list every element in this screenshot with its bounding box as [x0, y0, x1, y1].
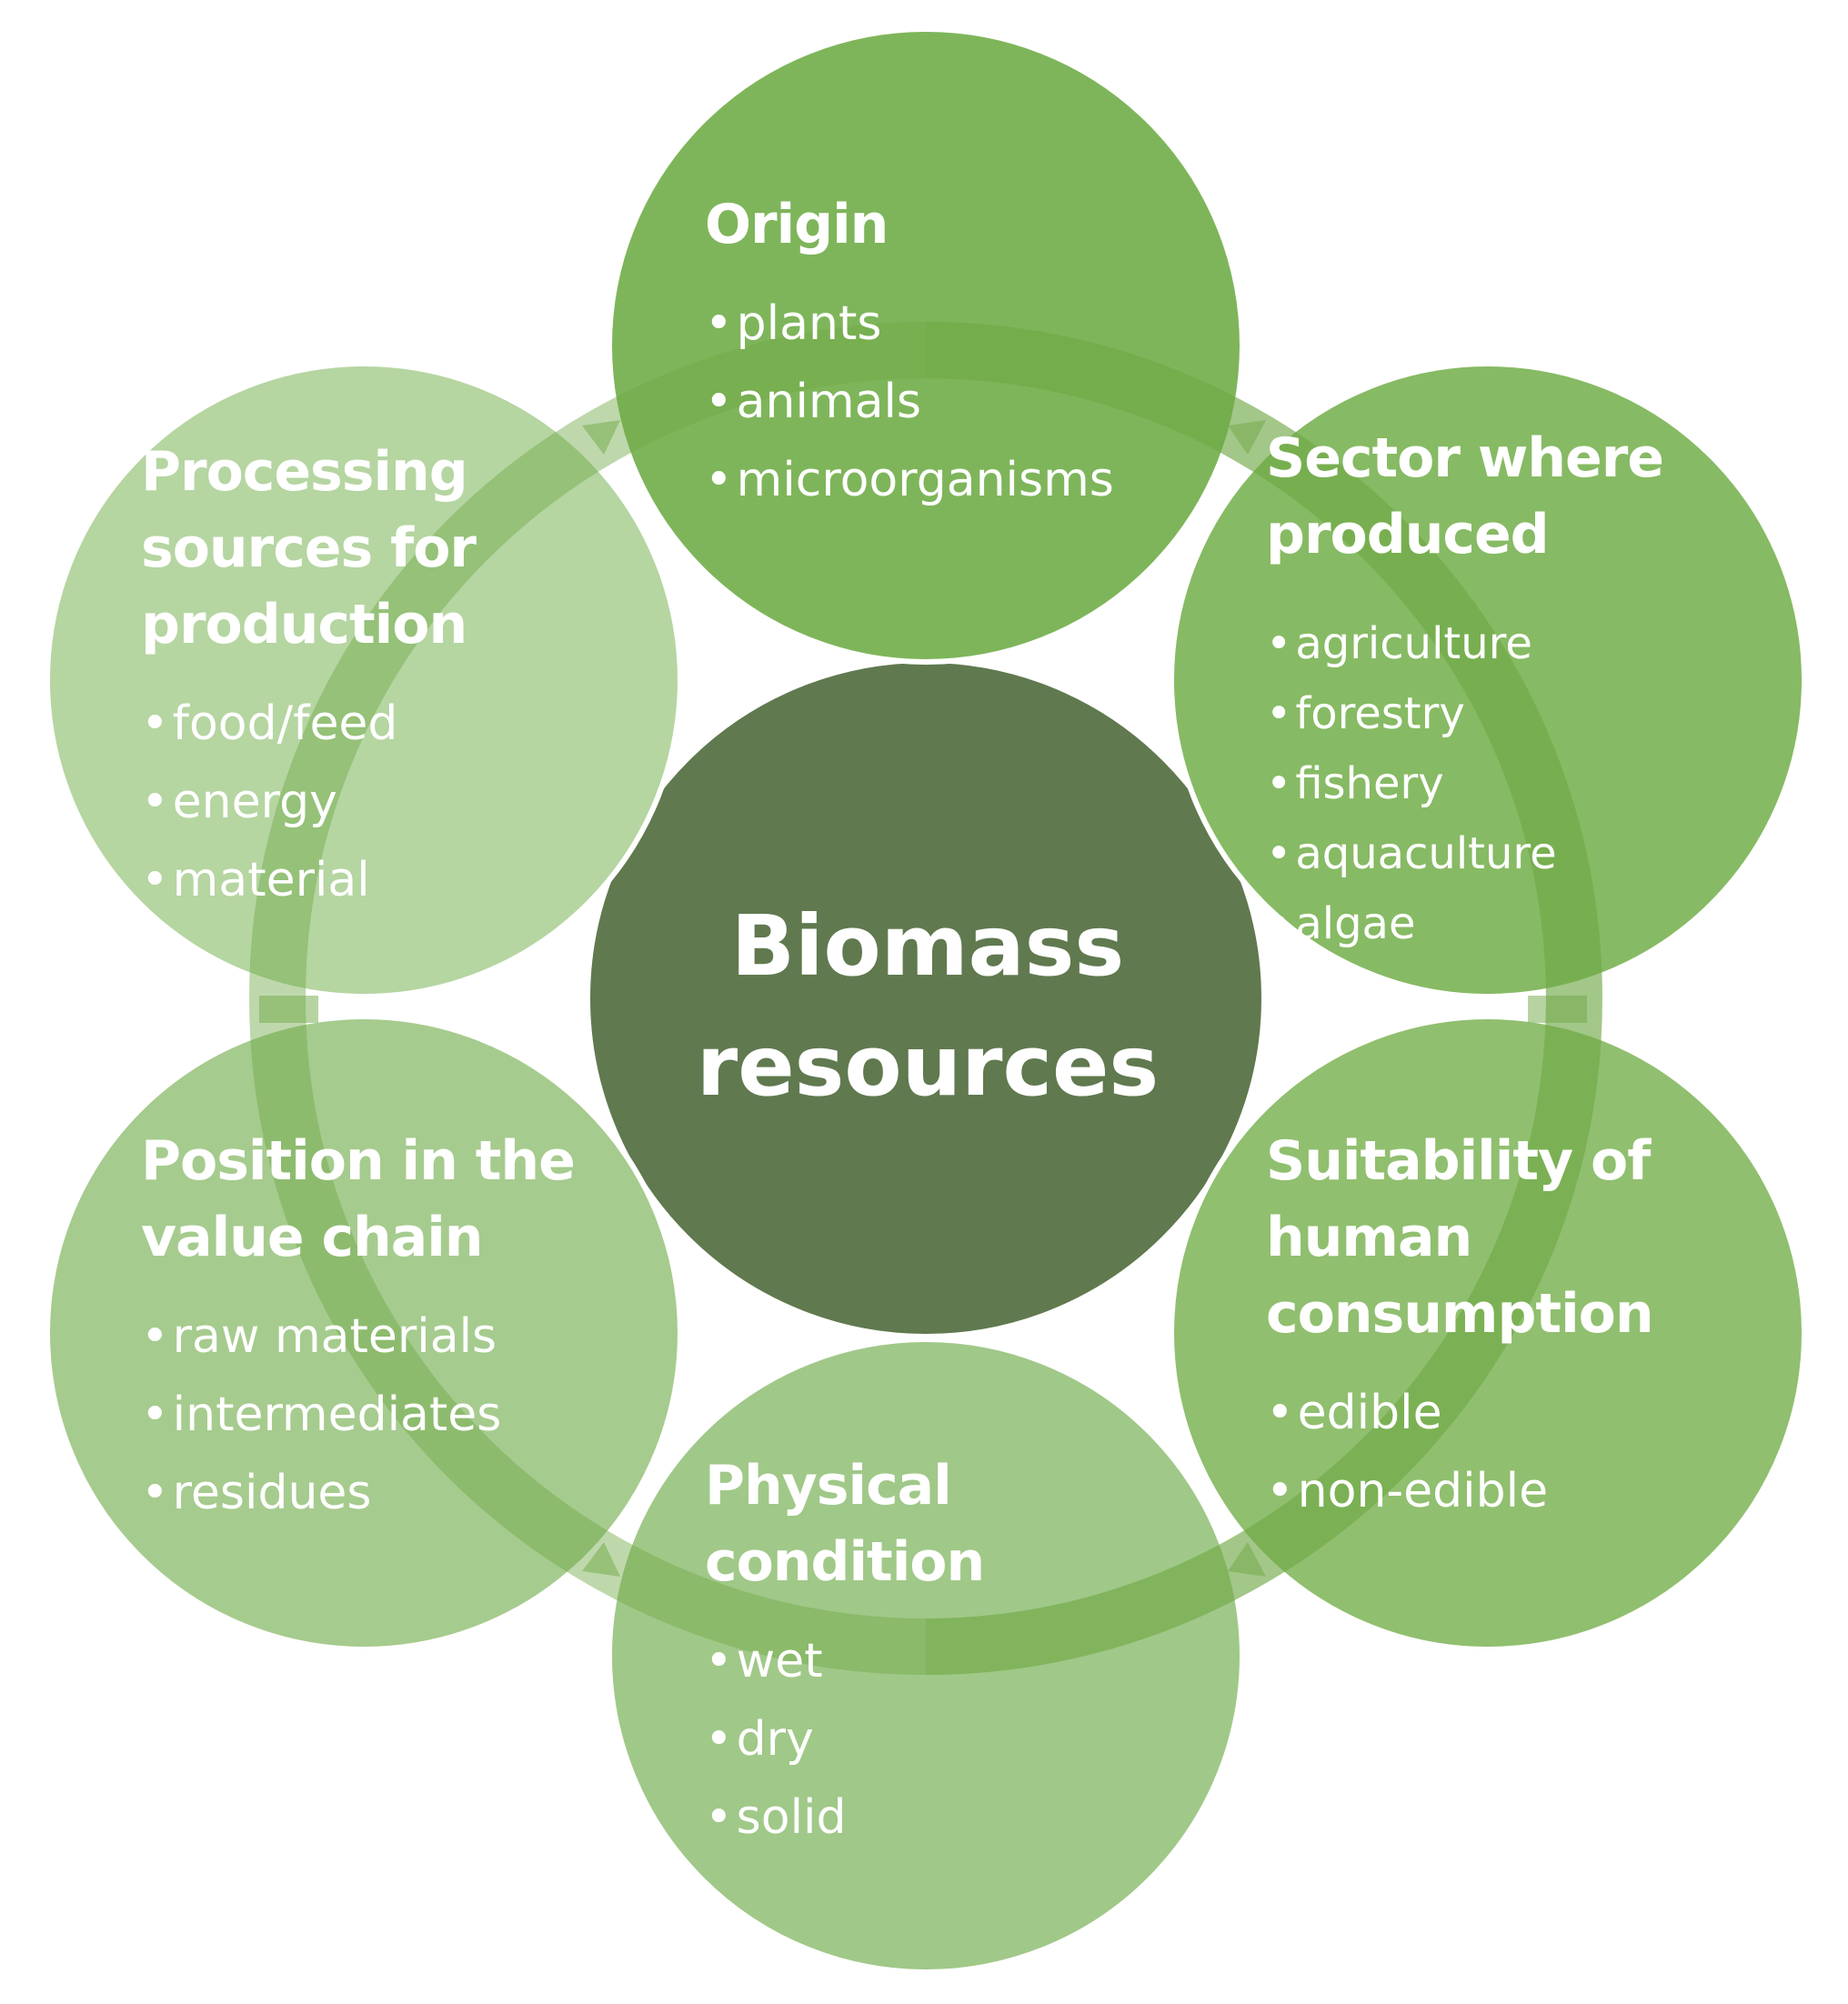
list-item: algae [1266, 889, 1663, 959]
list-item: raw materials [141, 1298, 575, 1376]
node-position-heading: Position in the value chain [141, 1129, 576, 1269]
list-item: material [141, 841, 476, 919]
node-suitability: Suitability of human consumption edible … [1266, 1123, 1654, 1530]
node-origin-heading: Origin [705, 193, 889, 256]
node-physical-list: wet dry solid [705, 1622, 984, 1857]
node-position-list: raw materials intermediates residues [141, 1298, 575, 1532]
node-physical-heading: Physical condition [705, 1454, 985, 1594]
node-sector: Sector where produced agriculture forest… [1266, 420, 1664, 959]
list-item: wet [705, 1622, 984, 1700]
list-item: fishery [1266, 749, 1663, 819]
node-processing: Processing sources for production food/f… [141, 434, 477, 919]
list-item: forestry [1266, 679, 1663, 749]
node-position: Position in the value chain raw material… [141, 1123, 576, 1532]
ring-connector-marks [259, 420, 1587, 1577]
list-item: plants [705, 285, 1114, 363]
node-suitability-heading: Suitability of human consumption [1266, 1129, 1654, 1346]
list-item: non-edible [1266, 1452, 1653, 1530]
list-item: edible [1266, 1374, 1653, 1452]
node-origin-list: plants animals microorganisms [705, 285, 1114, 519]
list-item: microorganisms [705, 441, 1114, 519]
node-origin: Origin plants animals microorganisms [705, 186, 1114, 519]
center-title: Biomass resources [609, 887, 1246, 1127]
list-item: food/feed [141, 685, 476, 763]
node-suitability-list: edible non-edible [1266, 1374, 1653, 1530]
list-item: agriculture [1266, 609, 1663, 679]
list-item: animals [705, 363, 1114, 441]
node-physical: Physical condition wet dry solid [705, 1448, 985, 1857]
center-title-line-2: resources [696, 1017, 1160, 1115]
node-processing-heading: Processing sources for production [141, 440, 477, 656]
list-item: residues [141, 1454, 575, 1532]
list-item: solid [705, 1779, 984, 1857]
list-item: dry [705, 1700, 984, 1779]
list-item: aquaculture [1266, 819, 1663, 889]
node-sector-list: agriculture forestry fishery aquaculture… [1266, 609, 1663, 959]
center-title-line-1: Biomass [730, 897, 1125, 995]
node-processing-list: food/feed energy material [141, 685, 476, 919]
node-sector-heading: Sector where produced [1266, 426, 1664, 566]
list-item: energy [141, 763, 476, 841]
list-item: intermediates [141, 1376, 575, 1454]
